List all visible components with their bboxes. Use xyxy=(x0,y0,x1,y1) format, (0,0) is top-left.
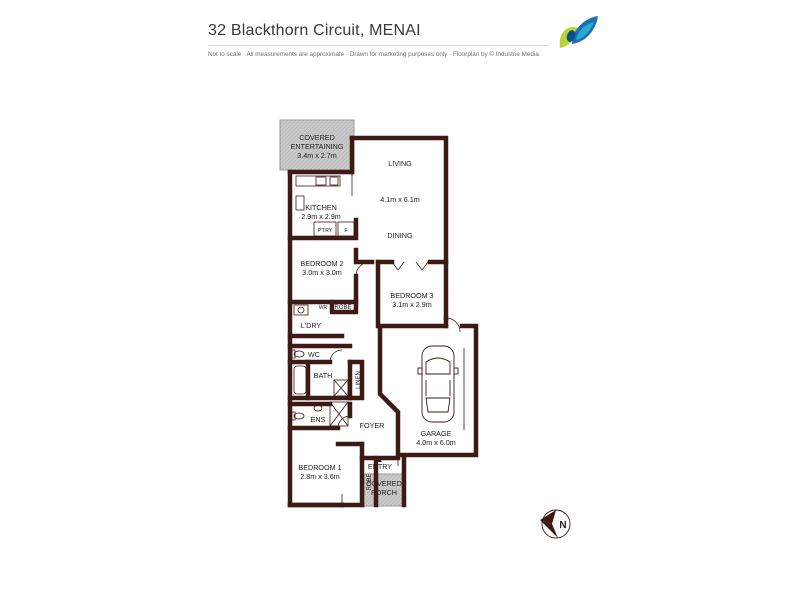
entry-arrow-icon xyxy=(374,456,382,462)
property-address-title: 32 Blackthorn Circuit, MENAI xyxy=(208,22,421,39)
bedroom1-size: 2.8m x 3.6m xyxy=(300,472,340,481)
foyer-label: FOYER xyxy=(360,421,385,430)
bedroom2-label: BEDROOM 2 xyxy=(300,259,343,268)
bedroom3-label: BEDROOM 3 xyxy=(390,291,433,300)
door-swings xyxy=(329,172,465,505)
bedroom3-size: 3.1m x 2.9m xyxy=(392,300,432,309)
kitchen-fixtures xyxy=(295,175,355,237)
bath-label: BATH xyxy=(314,371,333,380)
bath-fixtures xyxy=(293,365,349,397)
bedroom2-size: 3.0m x 3.0m xyxy=(302,268,342,277)
laundry-fixtures xyxy=(293,304,309,316)
covered-porch-label-1: COVERED xyxy=(366,479,402,488)
fridge-label: F xyxy=(344,228,348,234)
ensuite-fixtures xyxy=(291,401,349,427)
car-icon xyxy=(417,345,459,423)
linen-label: LINEN xyxy=(356,371,362,389)
ensuite-label: ENS xyxy=(311,415,326,424)
dining-label: DINING xyxy=(387,231,413,240)
walls xyxy=(287,135,479,508)
title-divider xyxy=(208,45,548,46)
bedroom1-label: BEDROOM 1 xyxy=(298,463,341,472)
robe2-label: ROBE xyxy=(334,305,351,311)
disclaimer-text: Not to scale · All measurements are appr… xyxy=(208,51,539,58)
wc-fixture xyxy=(291,349,305,359)
kitchen-label: KITCHEN xyxy=(305,203,337,212)
kitchen-size: 2.9m x 2.9m xyxy=(301,212,341,221)
covered-entertaining-label-1: COVERED xyxy=(299,133,335,142)
garage-label: GARAGE xyxy=(421,429,452,438)
covered-porch-area: COVERED PORCH xyxy=(363,473,405,507)
laundry-label: L'DRY xyxy=(301,321,322,330)
robe1-label: ROBE xyxy=(367,473,373,490)
living-label: LIVING xyxy=(388,159,412,168)
covered-entertaining-area: COVERED ENTERTAINING 3.4m x 2.7m xyxy=(279,119,355,171)
living-size: 4.1m x 6.1m xyxy=(380,195,420,204)
covered-porch-label-2: PORCH xyxy=(371,488,397,497)
pantry-label: P'TRY xyxy=(318,228,333,234)
covered-entertaining-label-2: ENTERTAINING xyxy=(291,142,344,151)
wir-label: WR xyxy=(319,305,328,311)
leaf-logo-icon xyxy=(559,16,598,48)
covered-entertaining-size: 3.4m x 2.7m xyxy=(297,151,337,160)
entry-label: ENTRY xyxy=(368,462,392,471)
north-letter: N xyxy=(559,520,566,531)
garage-size: 4.0m x 6.0m xyxy=(416,438,456,447)
wc-label: WC xyxy=(308,350,320,359)
north-arrow-icon: N xyxy=(540,509,571,539)
